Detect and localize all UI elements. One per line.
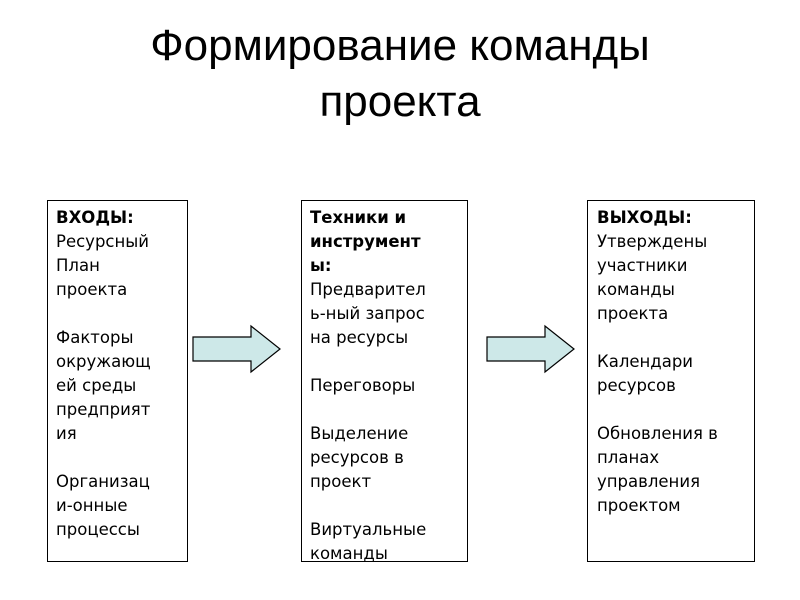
- inputs-line: Ресурсный: [56, 232, 150, 251]
- tools-line: [302, 350, 467, 374]
- tools-heading: инструмент: [310, 232, 421, 251]
- right-arrow-icon: [192, 324, 281, 374]
- slide-title: Формирование команды проекта: [0, 18, 800, 130]
- inputs-line: План: [56, 256, 100, 275]
- inputs-line: ия: [56, 424, 77, 443]
- outputs-line: [588, 398, 754, 422]
- inputs-line: проекта: [56, 280, 128, 299]
- inputs-line: и-онные: [56, 496, 128, 515]
- outputs-line: проектом: [597, 496, 681, 515]
- inputs-line: Организац: [56, 472, 150, 491]
- outputs-line: команды: [597, 280, 675, 299]
- tools-line: [302, 398, 467, 422]
- tools-heading: ы:: [310, 256, 332, 275]
- outputs-line: Календари: [597, 352, 694, 371]
- slide-title-line-2: проекта: [319, 77, 481, 126]
- inputs-line: [48, 446, 187, 470]
- outputs-line: [588, 326, 754, 350]
- tools-line: на ресурсы: [310, 328, 409, 347]
- tools-line: Переговоры: [310, 376, 416, 395]
- tools-line: Выделение: [310, 424, 409, 443]
- tools-line: ь-ный запрос: [310, 304, 425, 323]
- tools-line: Предварител: [310, 280, 426, 299]
- outputs-line: Обновления в: [597, 424, 718, 443]
- outputs-line: участники: [597, 256, 688, 275]
- outputs-line: планах: [597, 448, 660, 467]
- outputs-box: ВЫХОДЫ: Утверждены участники команды про…: [587, 200, 755, 562]
- tools-line: [302, 494, 467, 518]
- outputs-heading: ВЫХОДЫ:: [597, 208, 692, 227]
- inputs-line: окружающ: [56, 352, 151, 371]
- inputs-heading: ВХОДЫ:: [56, 208, 134, 227]
- inputs-line: предприят: [56, 400, 151, 419]
- slide-title-line-1: Формирование команды: [150, 21, 650, 70]
- tools-heading: Техники и: [310, 208, 407, 227]
- tools-line: команды: [310, 544, 388, 562]
- tools-line: ресурсов в: [310, 448, 404, 467]
- outputs-line: управления: [597, 472, 700, 491]
- right-arrow-icon: [486, 324, 575, 374]
- outputs-line: проекта: [597, 304, 669, 323]
- inputs-line: Факторы: [56, 328, 134, 347]
- tools-line: Виртуальные: [310, 520, 427, 539]
- tools-box: Техники и инструмент ы: Предварител ь-ны…: [301, 200, 468, 562]
- inputs-line: процессы: [56, 520, 140, 539]
- outputs-line: ресурсов: [597, 376, 676, 395]
- outputs-line: Утверждены: [597, 232, 708, 251]
- tools-line: проект: [310, 472, 372, 491]
- inputs-line: ей среды: [56, 376, 137, 395]
- inputs-line: [48, 302, 187, 326]
- inputs-box: ВХОДЫ: Ресурсный План проекта Факторы ок…: [47, 200, 188, 562]
